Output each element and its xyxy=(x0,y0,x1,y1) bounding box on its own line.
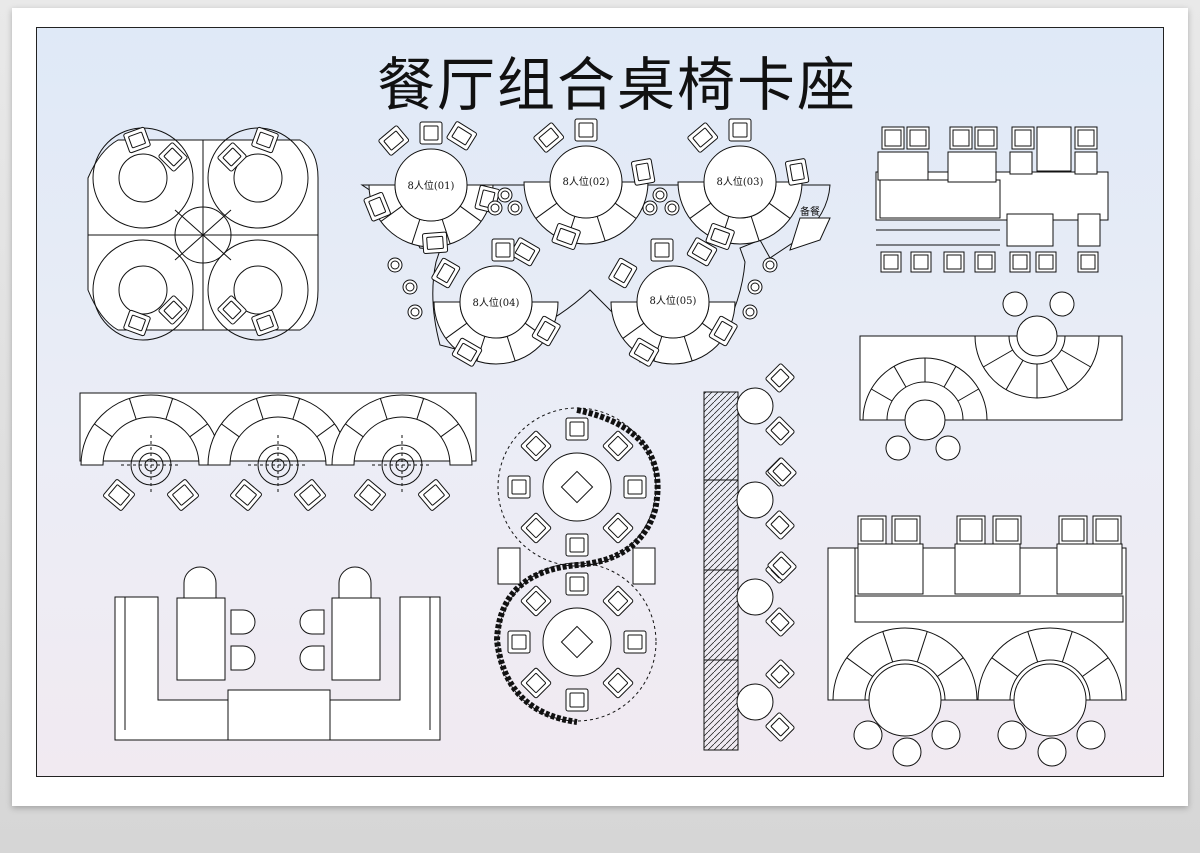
eight-seat-table-group xyxy=(360,118,831,367)
double-round-tables xyxy=(493,407,661,725)
bench-arc-booths xyxy=(827,515,1127,767)
svg-text:备餐: 备餐 xyxy=(800,205,820,218)
table-label-04: 8人位(04) xyxy=(473,296,520,309)
service-station-label: 备餐 xyxy=(800,205,820,218)
four-table-booth-block xyxy=(87,126,319,341)
svg-text:8人位(04): 8人位(04) xyxy=(473,296,520,309)
booth-seating-block xyxy=(875,126,1109,273)
table-label-02: 8人位(02) xyxy=(563,175,610,188)
svg-text:8人位(05): 8人位(05) xyxy=(650,294,697,307)
u-shaped-booth xyxy=(114,566,441,741)
bar-arc-booths xyxy=(79,392,477,511)
svg-text:8人位(02): 8人位(02) xyxy=(563,175,610,188)
table-label-01: 8人位(01) xyxy=(408,179,455,192)
table-label-03: 8人位(03) xyxy=(717,175,764,188)
partition-bar-counter xyxy=(703,363,797,751)
curved-booth-right xyxy=(859,291,1123,461)
svg-text:8人位(01): 8人位(01) xyxy=(408,179,455,192)
svg-text:8人位(03): 8人位(03) xyxy=(717,175,764,188)
drawing-title: 餐厅组合桌椅卡座 xyxy=(376,51,857,119)
table-label-05: 8人位(05) xyxy=(650,294,697,307)
